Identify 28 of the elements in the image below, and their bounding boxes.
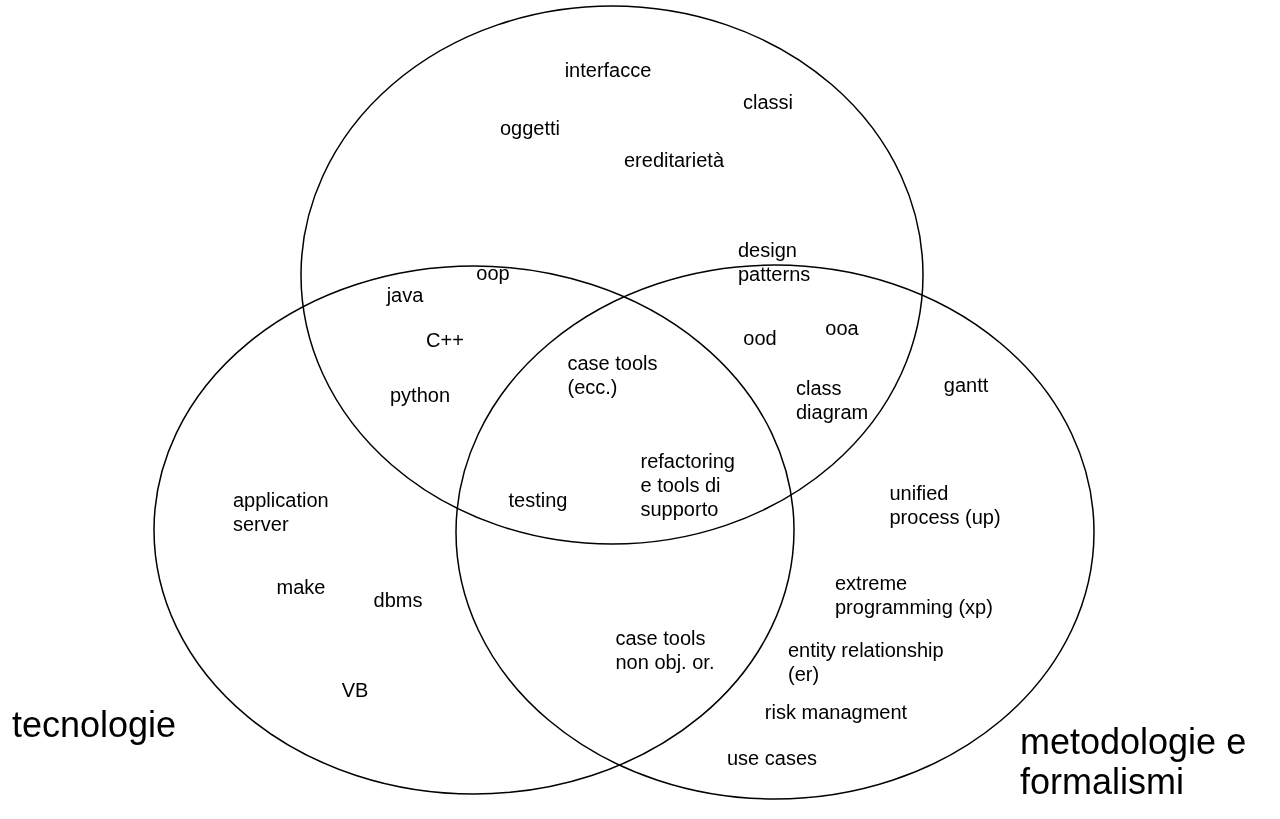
term-label: refactoring e tools di supporto	[640, 449, 736, 521]
term-label: oggetti	[499, 116, 561, 140]
term-label: VB	[341, 678, 369, 702]
term-label: case tools (ecc.)	[567, 351, 659, 399]
term-label: ood	[743, 326, 777, 350]
term-label: java	[386, 283, 424, 307]
term-label: extreme programming (xp)	[835, 571, 994, 619]
term-label: oop	[476, 261, 510, 285]
term-label: application server	[233, 488, 330, 536]
term-label: design patterns	[738, 238, 812, 286]
term-label: class diagram	[796, 376, 870, 424]
set-heading: tecnologie	[12, 705, 177, 745]
term-label: gantt	[943, 373, 989, 397]
set-heading: metodologie e formalismi	[1020, 722, 1248, 802]
term-label: testing	[508, 488, 568, 512]
term-label: case tools non obj. or.	[615, 626, 716, 674]
term-label: ereditarietà	[623, 148, 725, 172]
term-label: make	[276, 575, 326, 599]
term-label: use cases	[726, 746, 818, 770]
term-label: dbms	[373, 588, 423, 612]
term-label: risk managment	[764, 700, 908, 724]
term-label: interfacce	[564, 58, 652, 82]
term-label: unified process (up)	[889, 481, 1002, 529]
term-label: entity relationship (er)	[788, 638, 945, 686]
term-label: ooa	[825, 316, 859, 340]
term-label: python	[389, 383, 451, 407]
term-label: classi	[743, 90, 793, 114]
term-label: C++	[426, 328, 464, 352]
